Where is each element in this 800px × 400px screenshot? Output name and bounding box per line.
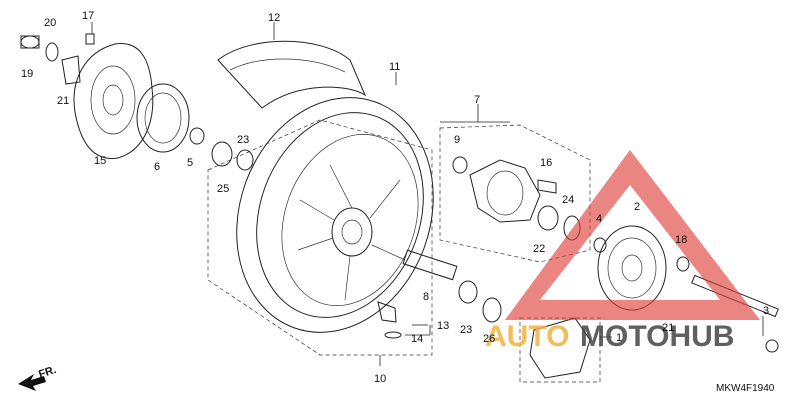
valve-and-spacer [377,249,502,339]
callout-4: 4 [596,213,602,225]
callout-5: 5 [187,157,193,169]
callout-2: 2 [634,201,640,213]
callout-22: 22 [533,243,545,255]
callout-13: 13 [437,320,449,332]
watermark-text-dark: MOTOHUB [580,320,734,353]
callout-23-upper: 23 [237,134,249,146]
hub-flange [452,156,581,241]
callout-21-left: 21 [57,95,69,107]
callout-3: 3 [763,305,769,317]
callout-25: 25 [217,183,229,195]
sprocket [593,225,690,311]
callout-19: 19 [21,68,33,80]
callout-26: 26 [483,333,495,345]
part-callouts: 1 2 3 4 5 6 7 8 9 10 11 12 13 14 15 16 1… [21,10,769,385]
diagram-code: MKW4F1940 [716,383,775,394]
tire [217,40,367,109]
callout-7: 7 [474,94,480,106]
callout-1: 1 [616,332,622,344]
callout-21-right: 21 [662,322,674,334]
callout-14: 14 [411,333,423,345]
assembly-outlines [207,119,601,383]
callout-11: 11 [389,61,400,73]
watermark-text-light: AUTO [485,320,569,353]
collar-and-seal [20,33,254,171]
callout-17: 17 [82,10,94,22]
callout-12: 12 [268,12,280,24]
front-direction-label: FR. [37,364,58,381]
brake-disc [73,43,154,159]
watermark: AUTO MOTOHUB [485,150,760,353]
wheel-rim [236,97,434,333]
callout-15: 15 [94,155,106,167]
callout-18: 18 [675,234,687,246]
callout-20: 20 [44,17,56,29]
callout-9: 9 [454,134,460,146]
callout-6: 6 [154,161,160,173]
callout-23-lower: 23 [460,324,472,336]
hub-ring [136,83,190,153]
callout-24: 24 [562,194,574,206]
callout-8: 8 [423,291,429,303]
front-direction-arrow: FR. [18,364,58,391]
leader-lines [91,22,764,366]
callout-16: 16 [540,157,552,169]
callout-10: 10 [374,373,386,385]
